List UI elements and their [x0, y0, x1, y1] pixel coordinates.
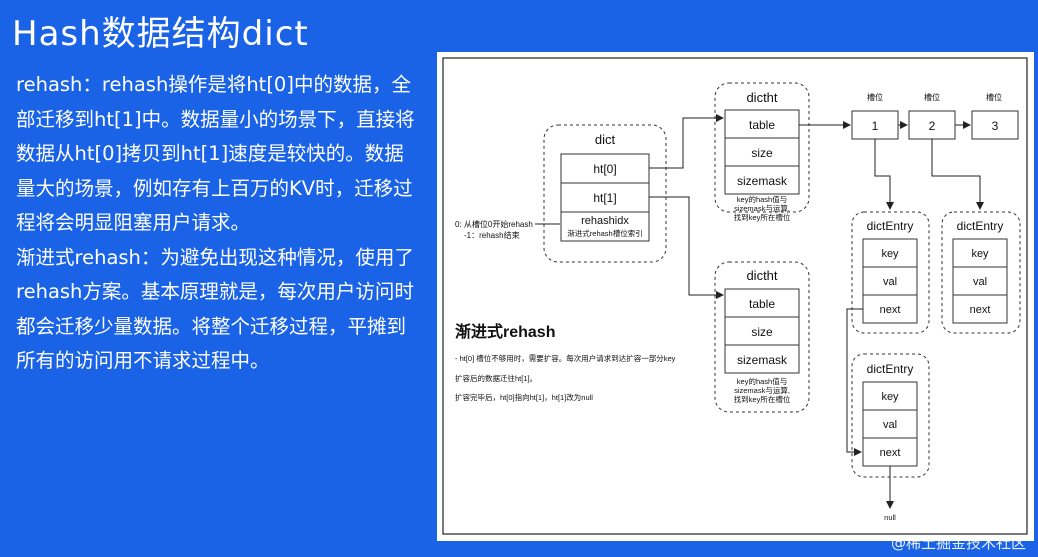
paragraph-progressive-rehash: 渐进式rehash：为避免出现这种情况，使用了rehash方案。基本原理就是，每…: [16, 245, 414, 373]
dictht-top-table-label: table: [749, 118, 775, 132]
slide-title: Hash数据结构dict: [12, 14, 309, 54]
slot-1-caption: 槽位: [867, 92, 883, 102]
paragraph-rehash: rehash：rehash操作是将ht[0]中的数据，全部迁移到ht[1]中。数…: [16, 73, 415, 234]
dict-entry-a-val-label: val: [883, 276, 897, 288]
dict-entry-c-next-cell: [862, 437, 918, 467]
slot-3-cell: [971, 110, 1019, 140]
slot-2-to-entry-arrow: [931, 139, 984, 210]
dictht-top-size-label: size: [751, 146, 773, 160]
dictht-top-note-1: key的hash值与: [737, 194, 787, 204]
dict-entry-c: dictEntry key val next: [851, 353, 930, 478]
dict-entry-c-val-label: val: [883, 419, 897, 431]
dict-entry-b-next-cell: [952, 294, 1008, 324]
dict-entry-a: dictEntry key val next: [851, 211, 930, 334]
dict-container: [543, 124, 667, 263]
dictht-bottom-note-1: key的hash值与: [737, 376, 787, 386]
source-watermark: @稀土掘金技术社区: [890, 534, 1026, 552]
progressive-rehash-line-1: - ht[0] 槽位不够用时，需要扩容。每次用户请求到达扩容一部分key: [455, 353, 676, 363]
dict-entry-c-key-label: key: [881, 391, 899, 403]
rehashidx-note-line-1: 0: 从槽位0开始rehash: [455, 219, 533, 229]
progressive-rehash-heading: 渐进式rehash: [455, 322, 555, 341]
dict-entry-b-title: dictEntry: [957, 219, 1004, 233]
slot-2-caption: 槽位: [924, 92, 940, 102]
dictht-top-sizemask-cell: [724, 165, 800, 195]
dict-entry-b-next-label: next: [970, 304, 991, 316]
dict-structure-diagram: dict ht[0] ht[1] rehashidx 渐进式rehash槽位索引…: [442, 57, 1028, 535]
progressive-rehash-line-3: 扩容完毕后，ht[0]指向ht[1]，ht[1]改为null: [455, 392, 593, 402]
dictht-bottom-sizemask-label: sizemask: [737, 353, 788, 367]
dictht-top-box: dictht table size sizemask key的hash值与 si…: [714, 82, 810, 222]
slot-3-caption: 槽位: [986, 92, 1002, 102]
dict-entry-c-container: [851, 353, 930, 478]
dict-rehashidx-sub: 渐进式rehash槽位索引: [567, 228, 642, 238]
dictht-bottom-size-cell: [724, 316, 800, 346]
dict-entry-b-container: [941, 211, 1021, 334]
dict-rehashidx-label: rehashidx: [581, 215, 629, 227]
progressive-rehash-line-2: 扩容后的数据迁往ht[1]。: [455, 373, 537, 383]
dictht-top-table-cell: [724, 109, 800, 139]
dictht-top-note-3: 找到key所在槽位: [734, 212, 791, 222]
slot-3-value: 3: [992, 119, 999, 133]
dict-entry-b: dictEntry key val next: [941, 211, 1021, 334]
ht0-to-dictht-arrow: [649, 114, 724, 169]
slot-2-value: 2: [929, 119, 936, 133]
dictht-top-title: dictht: [746, 90, 777, 105]
dictht-bottom-note-3: 找到key所在槽位: [734, 394, 791, 404]
rehashidx-note-line-2: -1：rehash结束: [464, 230, 520, 240]
dict-entry-b-key-label: key: [971, 248, 989, 260]
dictht-bottom-sizemask-cell: [724, 344, 800, 374]
diagram-panel: dict ht[0] ht[1] rehashidx 渐进式rehash槽位索引…: [437, 52, 1034, 541]
dict-entry-b-val-label: val: [973, 276, 987, 288]
slot-array: 槽位 槽位 槽位 1 2 3: [851, 92, 1019, 140]
dict-entry-a-container: [851, 211, 930, 334]
dictht-bottom-box: dictht table size sizemask key的hash值与 si…: [714, 261, 810, 413]
dictht-bottom-note-2: sizemask与运算,: [734, 385, 790, 395]
dict-entry-c-val-cell: [862, 409, 918, 439]
dict-entry-c-title: dictEntry: [867, 362, 914, 376]
dictht-top-note-2: sizemask与运算,: [734, 203, 790, 213]
dict-box: dict ht[0] ht[1] rehashidx 渐进式rehash槽位索引: [543, 124, 667, 263]
dict-entry-c-next-label: next: [880, 447, 901, 459]
slot-1-value: 1: [872, 119, 879, 133]
slot-1-to-entry-arrow: [874, 139, 894, 210]
dict-entry-a-title: dictEntry: [867, 219, 914, 233]
dict-rehashidx-cell: [560, 211, 650, 242]
null-label: null: [884, 513, 896, 522]
dict-entry-a-key-label: key: [881, 248, 899, 260]
ht1-to-dictht-arrow: [649, 196, 724, 299]
slot-1-cell: [851, 110, 899, 140]
slide-body: rehash：rehash操作是将ht[0]中的数据，全部迁移到ht[1]中。数…: [16, 68, 416, 379]
dictht-bottom-container: [714, 261, 810, 413]
dict-entry-b-val-cell: [952, 266, 1008, 296]
dict-title: dict: [595, 132, 616, 147]
diagram-frame: [442, 57, 1028, 535]
dictht-bottom-title: dictht: [746, 268, 777, 283]
entry-a-next-to-entry-c-arrow: [846, 308, 863, 456]
dict-entry-a-val-cell: [862, 266, 918, 296]
dict-entry-a-next-label: next: [880, 304, 901, 316]
dict-ht0-label: ht[0]: [593, 162, 616, 176]
dictht-top-size-cell: [724, 137, 800, 167]
dictht-bottom-size-label: size: [751, 325, 773, 339]
dictht-bottom-table-label: table: [749, 297, 775, 311]
dict-entry-b-key-cell: [952, 238, 1008, 268]
dict-ht1-label: ht[1]: [593, 191, 616, 205]
dictht-top-container: [714, 82, 810, 213]
dictht-top-sizemask-label: sizemask: [737, 174, 788, 188]
